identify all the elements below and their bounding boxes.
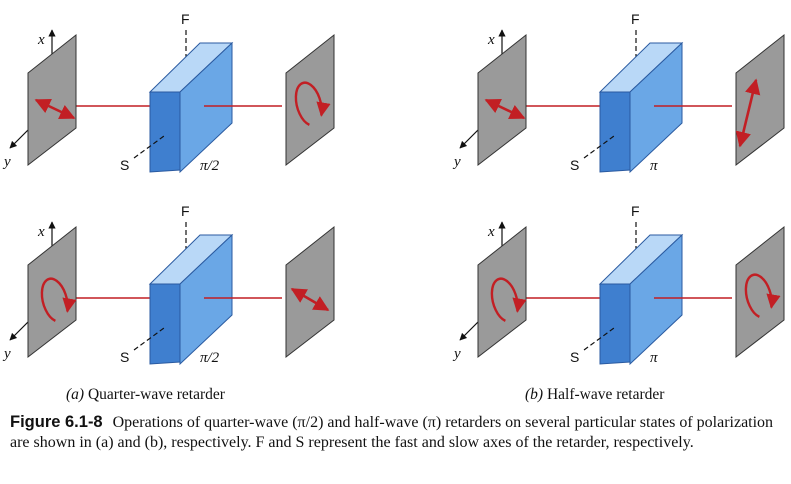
x-axis-label: x [37, 32, 45, 48]
fast-axis-label: F [631, 203, 640, 219]
input-circular-polarization [490, 277, 527, 322]
subcaption-quarter-wave: (a) Quarter-wave retarder [66, 386, 225, 404]
slow-axis [133, 327, 165, 351]
slow-axis-label: S [570, 157, 579, 173]
slow-axis-label: S [120, 349, 129, 365]
subcaption-b-text: Half-wave retarder [543, 386, 665, 403]
plate-front [179, 233, 233, 366]
y-axis-arrow [9, 319, 31, 341]
y-axis-label: y [452, 346, 461, 362]
slow-axis-label: S [570, 349, 579, 365]
fast-axis-label: F [631, 11, 640, 27]
x-axis-label: x [37, 224, 45, 240]
slow-axis [583, 135, 615, 159]
y-axis-arrow [9, 127, 31, 149]
fast-axis-label: F [181, 11, 190, 27]
subcaption-half-wave: (b) Half-wave retarder [525, 386, 664, 404]
plate-front [179, 41, 233, 174]
y-axis-label: y [452, 154, 461, 170]
x-axis-label: x [487, 32, 495, 48]
plate-front [629, 233, 683, 366]
output-screen [285, 225, 335, 359]
input-screen [477, 225, 527, 359]
plate-front [629, 41, 683, 174]
y-axis-arrow [459, 127, 481, 149]
y-axis-arrow [459, 319, 481, 341]
fast-axis-label: F [181, 203, 190, 219]
plate-retardation-label: π [650, 350, 658, 366]
y-axis-label: y [2, 154, 11, 170]
output-circular-polarization [744, 273, 781, 318]
caption-text: Operations of quarter-wave (π/2) and hal… [10, 414, 774, 451]
input-screen [27, 225, 77, 359]
slow-axis [133, 135, 165, 159]
figure-number: Figure 6.1-8 [10, 413, 103, 431]
output-screen [735, 33, 785, 167]
plate-retardation-label: π/2 [200, 350, 220, 366]
slow-axis-label: S [120, 157, 129, 173]
input-screen [477, 33, 527, 167]
output-screen [735, 225, 785, 359]
subcaption-a-text: Quarter-wave retarder [84, 386, 225, 403]
output-linear-polarization [290, 287, 330, 312]
y-axis-label: y [2, 346, 11, 362]
slow-axis [583, 327, 615, 351]
output-screen [285, 33, 335, 167]
plate-retardation-label: π/2 [200, 158, 220, 174]
subcaption-b-letter: (b) [525, 386, 544, 403]
output-circular-polarization [294, 81, 331, 126]
input-circular-polarization [40, 277, 77, 322]
output-linear-polarization [735, 78, 761, 148]
plate-retardation-label: π [650, 158, 658, 174]
input-screen [27, 33, 77, 167]
input-linear-polarization [34, 98, 76, 120]
subcaption-a-letter: (a) [66, 386, 85, 403]
input-linear-polarization [484, 98, 526, 120]
x-axis-label: x [487, 224, 495, 240]
